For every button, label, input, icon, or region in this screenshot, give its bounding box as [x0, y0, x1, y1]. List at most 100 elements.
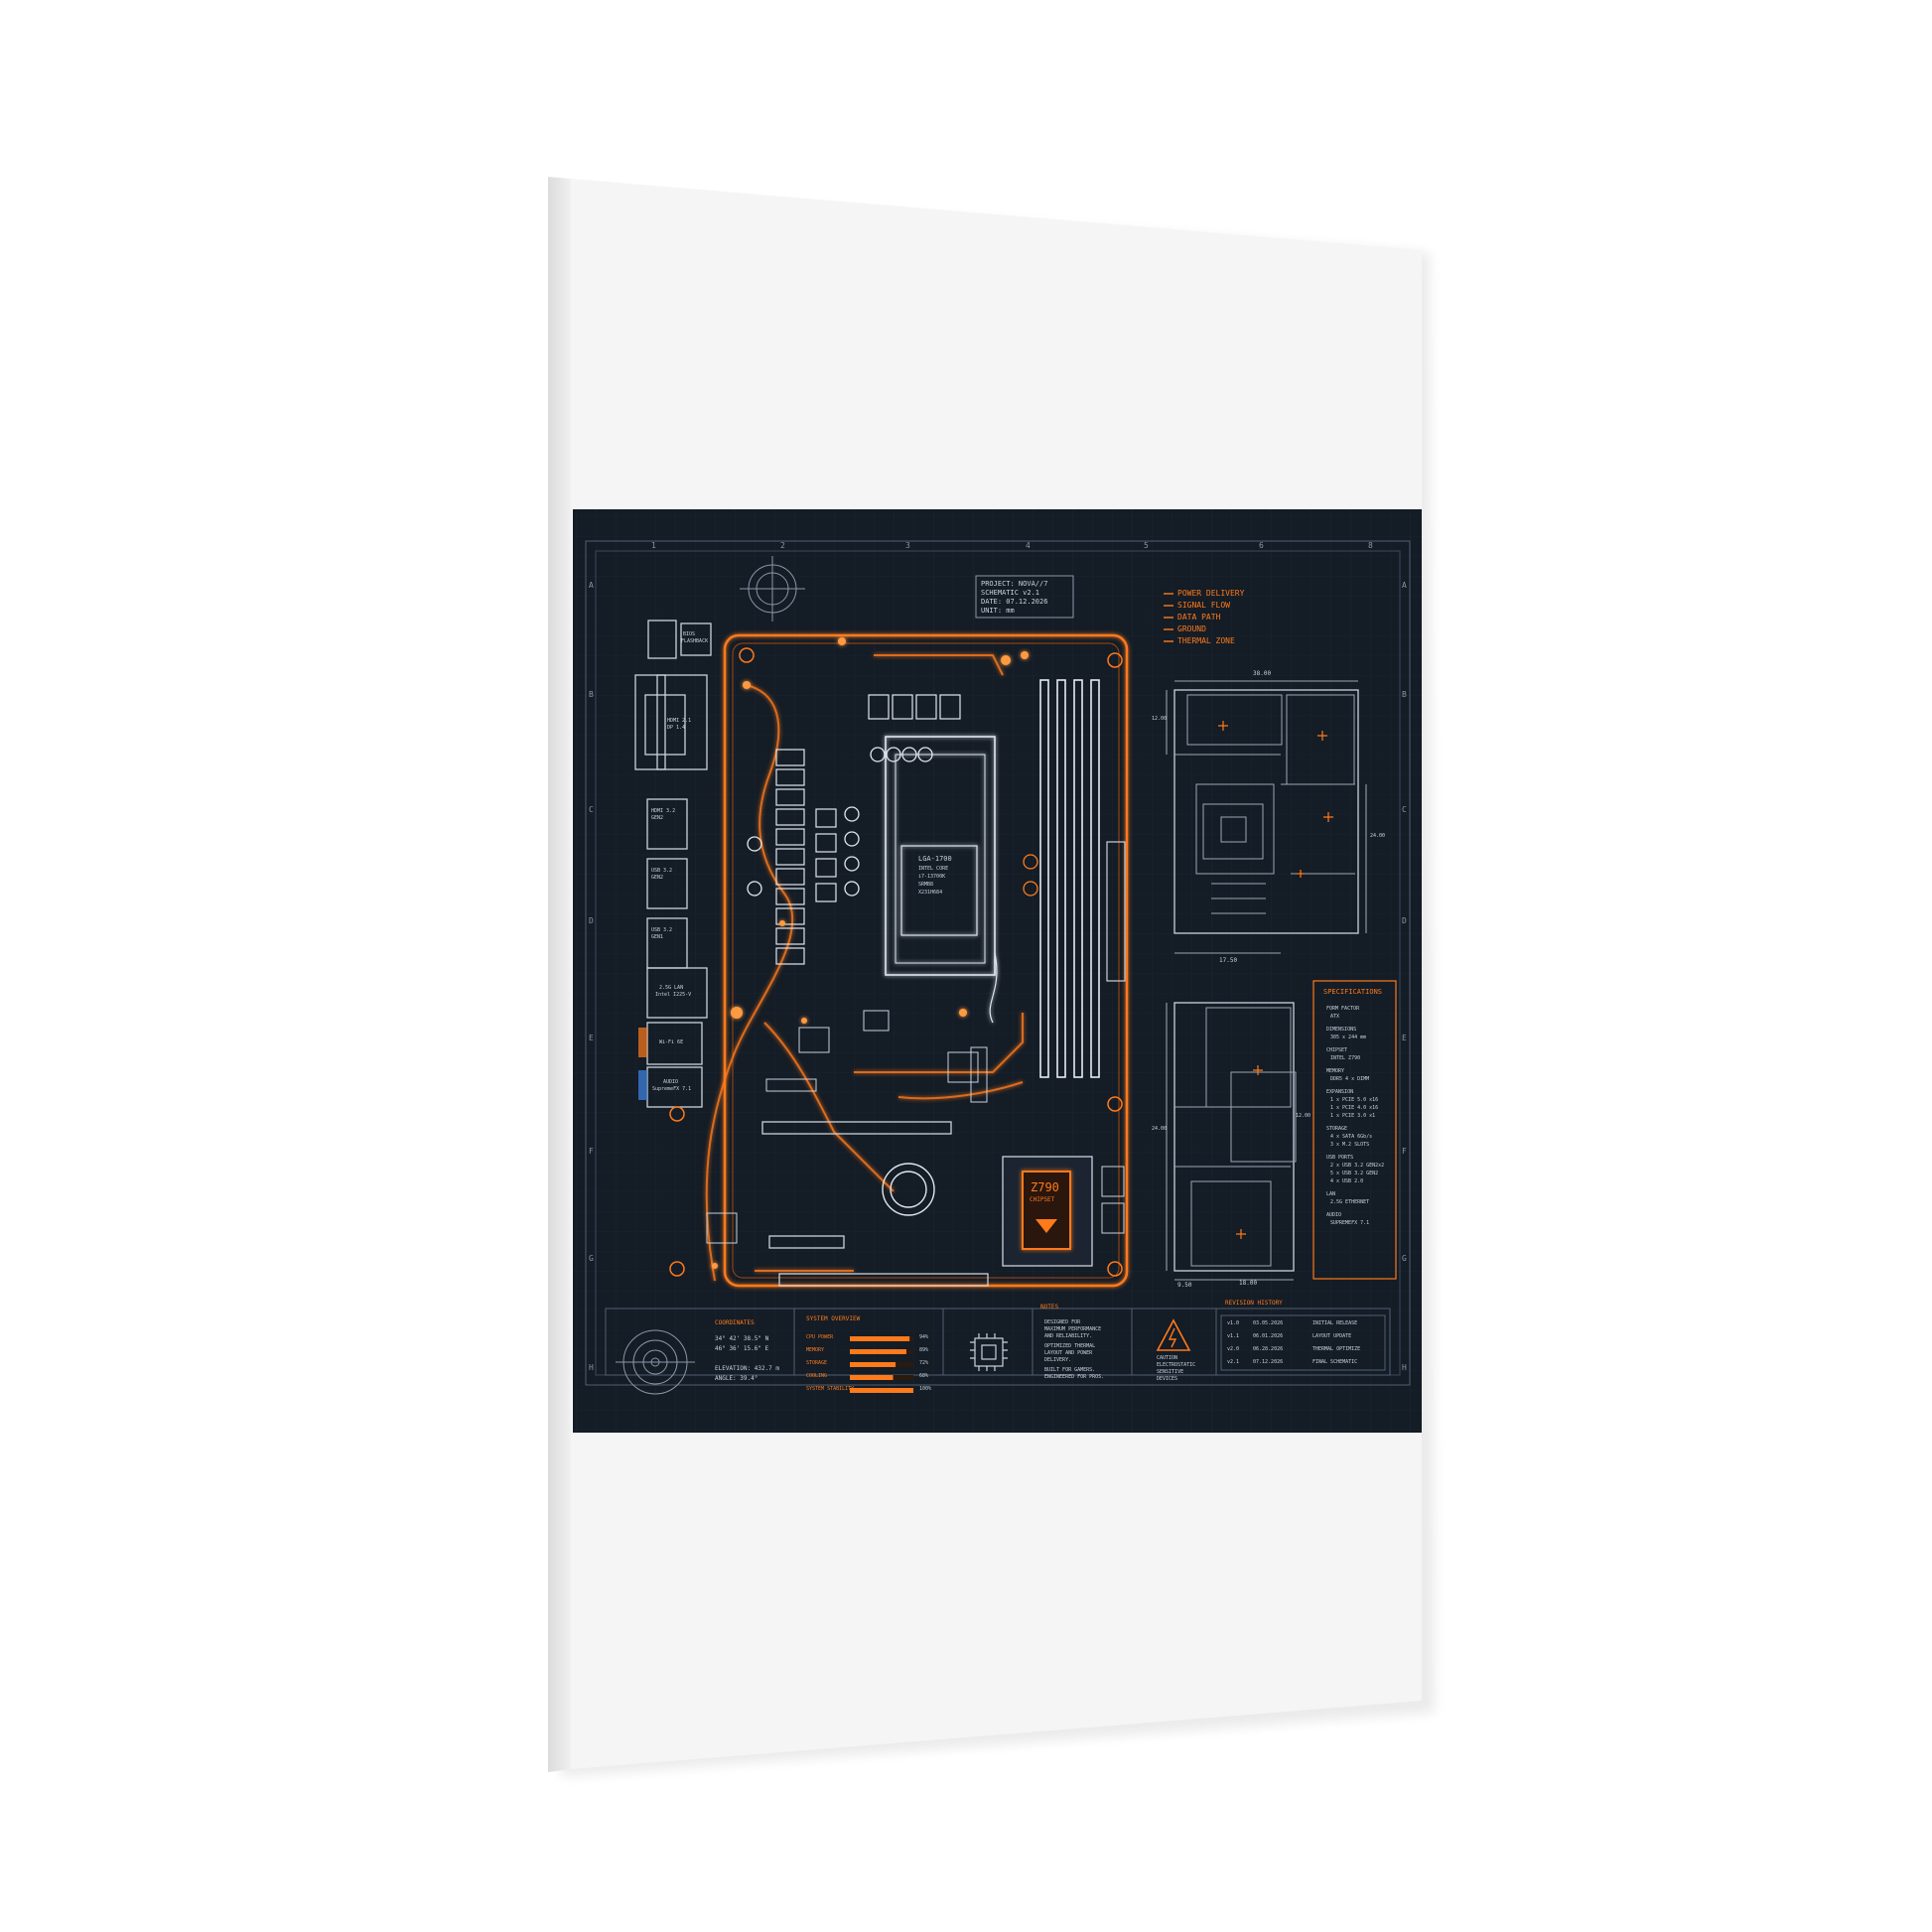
- spec-value: 305 x 244 mm: [1330, 1035, 1367, 1040]
- overview-value: 68%: [919, 1373, 929, 1379]
- revision-desc: INITIAL RELEASE: [1312, 1320, 1358, 1326]
- note-line: LAYOUT AND POWER: [1044, 1350, 1093, 1356]
- overview-label: COOLING: [806, 1373, 828, 1379]
- overview-bar-fill: [850, 1375, 894, 1380]
- overview-value: 89%: [919, 1347, 929, 1353]
- spec-label: LAN: [1326, 1191, 1336, 1197]
- spec-value: 1 x PCIE 5.0 x16: [1330, 1097, 1379, 1103]
- overview-label: MEMORY: [806, 1347, 825, 1353]
- note-line: DESIGNED FOR: [1044, 1319, 1081, 1325]
- caution-line: DEVICES: [1157, 1376, 1178, 1382]
- wifi-port: [638, 1022, 703, 1065]
- unit-line: UNIT: mm: [981, 607, 1015, 615]
- overview-label: CPU POWER: [806, 1334, 834, 1340]
- spec-label: DIMENSIONS: [1326, 1027, 1357, 1033]
- vrm-choke: [775, 828, 805, 846]
- revision-date: 07.12.2026: [1253, 1359, 1284, 1365]
- legend-signal-flow: SIGNAL FLOW: [1177, 601, 1230, 610]
- vrm-choke: [775, 749, 805, 766]
- frame-row-label-right: E: [1402, 1034, 1407, 1042]
- system-overview-title: SYSTEM OVERVIEW: [806, 1315, 861, 1322]
- overview-bar-fill: [850, 1336, 910, 1341]
- usb3-gen-label: GEN1: [651, 934, 664, 940]
- dimm-slot: [1090, 679, 1100, 1078]
- legend-thermal-zone: THERMAL ZONE: [1177, 636, 1235, 645]
- vrm-choke: [815, 883, 837, 902]
- spec-label: EXPANSION: [1326, 1089, 1354, 1095]
- dimension-lines: [1166, 680, 1367, 1281]
- project-block-box: [975, 575, 1074, 619]
- dim-bottom-seg2: 18.00: [1239, 1280, 1258, 1287]
- dim-bottom-right-height: 12.00: [1296, 1113, 1311, 1119]
- note-line: BUILT FOR GAMERS.: [1044, 1367, 1096, 1373]
- revision-desc: THERMAL OPTIMIZE: [1312, 1346, 1361, 1352]
- project-line: PROJECT: NOVA//7: [981, 580, 1048, 588]
- floor-plan-bottom: [1173, 1002, 1297, 1272]
- chipset-heatsink: [1002, 1156, 1093, 1267]
- frame-column-label: 6: [1259, 541, 1264, 550]
- bios-label: BIOS: [683, 631, 696, 637]
- vrm-choke: [775, 788, 805, 806]
- frame-row-label-right: C: [1402, 805, 1407, 814]
- lan-label: 2.5G LAN: [659, 985, 684, 991]
- spec-value: 4 x SATA 6Gb/s: [1330, 1134, 1373, 1140]
- revision-desc: LAYOUT UPDATE: [1312, 1333, 1352, 1339]
- spec-value: INTEL Z790: [1330, 1055, 1361, 1061]
- audio-chip-label: SupremeFX 7.1: [652, 1086, 692, 1092]
- chipset-label: CHIPSET: [1030, 1196, 1055, 1203]
- revision-version: v2.1: [1227, 1359, 1240, 1365]
- frame-row-label: E: [589, 1034, 594, 1042]
- specifications-title: SPECIFICATIONS: [1323, 988, 1383, 996]
- cpu-socket-type: LGA-1700: [918, 855, 952, 863]
- wifi-label: Wi-Fi 6E: [659, 1039, 684, 1045]
- vrm-choke: [775, 768, 805, 786]
- caution-line: CAUTION: [1157, 1355, 1178, 1361]
- dimm-slot: [1039, 679, 1049, 1078]
- overview-bar-fill: [850, 1349, 906, 1354]
- specifications-box: [1312, 980, 1397, 1280]
- target-symbol-icon: [740, 556, 805, 621]
- vrm-choke: [775, 848, 805, 866]
- legend-data-path: DATA PATH: [1177, 613, 1221, 621]
- vrm-choke: [775, 868, 805, 886]
- coordinates-title: COORDINATES: [715, 1319, 755, 1326]
- vrm-choke: [815, 808, 837, 828]
- cpu-socket: [885, 736, 998, 1024]
- spec-value: SUPREMEFX 7.1: [1330, 1220, 1370, 1226]
- vrm-chokes: [775, 694, 961, 965]
- floor-plan-markers: [1218, 721, 1333, 1239]
- spec-label: CHIPSET: [1326, 1047, 1348, 1053]
- spec-value: 4 x USB 2.0: [1330, 1178, 1364, 1184]
- vrm-choke: [815, 833, 837, 853]
- vrm-choke: [939, 694, 961, 720]
- small-ics: [706, 1010, 1125, 1244]
- revision-version: v2.0: [1227, 1346, 1240, 1352]
- cpu-model: i7-13700K: [918, 874, 946, 880]
- frame-column-label: 4: [1026, 541, 1031, 550]
- usb3-label: USB 3.2: [651, 927, 673, 933]
- vrm-choke: [815, 858, 837, 878]
- frame-row-label: G: [589, 1254, 594, 1263]
- bottom-info-panels: [605, 1308, 1391, 1376]
- dp-label: DP 1.4: [667, 725, 686, 731]
- revision-history-title: REVISION HISTORY: [1225, 1300, 1283, 1307]
- spec-label: USB PORTS: [1326, 1155, 1354, 1161]
- vrm-choke: [775, 888, 805, 905]
- spec-label: MEMORY: [1326, 1068, 1345, 1074]
- spec-value: 1 x PCIE 3.0 x1: [1330, 1113, 1376, 1119]
- vrm-choke: [775, 808, 805, 826]
- hdmi-dp-port: [634, 674, 708, 770]
- legend-ground: GROUND: [1177, 624, 1206, 633]
- canvas-side-edge: [548, 177, 571, 1772]
- frame-column-label: 1: [651, 541, 656, 550]
- vrm-choke: [775, 947, 805, 965]
- notes-title: NOTES: [1040, 1304, 1059, 1311]
- spec-value: 5 x USB 3.2 GEN2: [1330, 1171, 1379, 1176]
- compass-icon: [616, 1329, 695, 1395]
- dimm-slot: [1073, 679, 1083, 1078]
- frame-row-label-right: B: [1402, 690, 1407, 699]
- audio-label: AUDIO: [663, 1079, 679, 1085]
- note-line: AND RELIABILITY.: [1044, 1333, 1093, 1339]
- dim-bottom-left-height: 24.00: [1152, 1126, 1168, 1132]
